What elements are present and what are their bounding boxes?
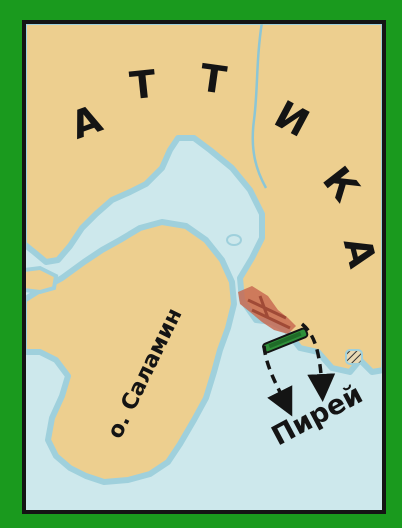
map-border	[22, 20, 386, 514]
long-walls	[247, 295, 291, 330]
attica-mainland	[24, 22, 384, 375]
lake	[226, 234, 242, 246]
river	[251, 22, 268, 189]
region-label-letter-3: Т	[197, 56, 229, 103]
region-label-letter-2: Т	[128, 62, 158, 108]
ship-squadron-marker-inner	[268, 331, 302, 349]
hatched-islet	[345, 349, 363, 365]
fleet-route-arrow	[262, 345, 293, 417]
salamis-island	[24, 219, 237, 485]
fleet-route-arrow	[300, 322, 336, 402]
western-islet	[24, 265, 59, 295]
